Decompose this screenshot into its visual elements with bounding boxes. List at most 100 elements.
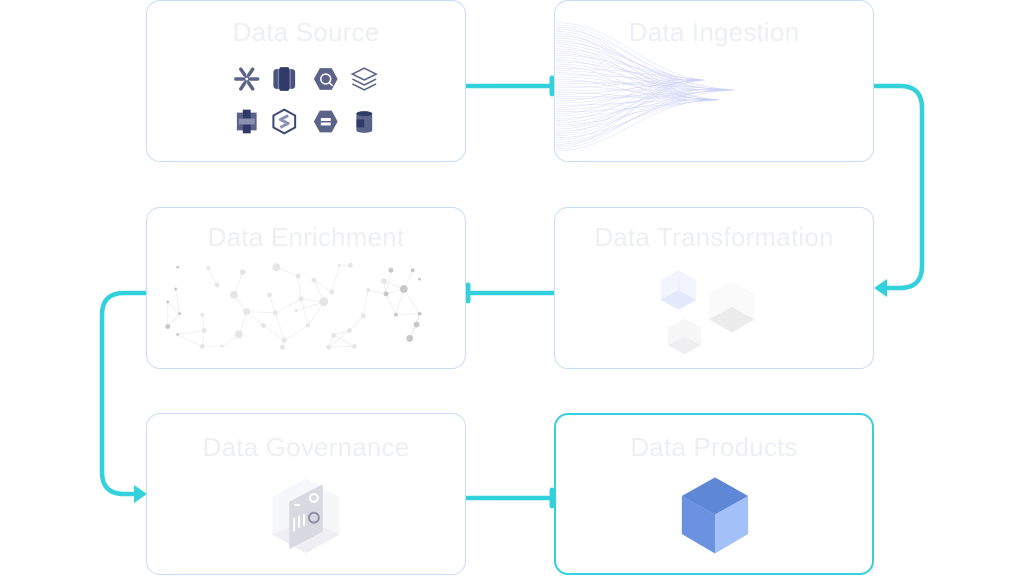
cube-small-gray-icon	[667, 318, 702, 355]
network-node	[326, 344, 332, 350]
stage-title: Data Enrichment	[207, 222, 405, 252]
stage-card-data-products[interactable]: Data Products	[554, 413, 874, 575]
network-node	[166, 300, 170, 304]
stage-card-data-enrichment[interactable]: Data Enrichment	[146, 207, 466, 369]
network-edge	[313, 279, 332, 293]
network-node	[206, 266, 211, 271]
network-node	[329, 289, 335, 295]
stage-title: Data Source	[232, 17, 380, 47]
network-edge	[263, 325, 285, 341]
stage-card-data-governance[interactable]: Data Governance	[146, 413, 466, 575]
snowflake-icon	[234, 67, 260, 91]
network-edge	[385, 270, 392, 295]
network-edge	[269, 294, 276, 313]
stream-line	[555, 79, 705, 115]
stage-title: Data Products	[630, 432, 798, 462]
network-node	[410, 268, 415, 273]
network-edge	[385, 293, 397, 315]
network-edge	[238, 311, 248, 335]
stream-line	[555, 99, 719, 139]
source-icons-grid	[234, 67, 378, 135]
network-edge	[246, 311, 276, 314]
product-cube-illustration	[681, 477, 749, 554]
network-edge	[275, 298, 302, 314]
network-edge	[167, 313, 180, 327]
stream-line	[555, 89, 734, 149]
connector-ingestion-to-transformation	[871, 83, 925, 291]
stage-card-data-source[interactable]: Data Source	[146, 0, 466, 162]
network-node	[178, 312, 182, 316]
network-node	[200, 312, 205, 317]
network-node	[338, 263, 342, 267]
network-node	[351, 343, 357, 349]
network-node	[239, 269, 246, 276]
database-icon	[356, 111, 373, 133]
network-node	[234, 330, 243, 339]
stage-card-data-ingestion[interactable]: Data Ingestion	[554, 0, 874, 162]
network-edge	[328, 345, 355, 348]
network-node	[388, 267, 394, 273]
network-node	[319, 297, 329, 307]
stage-title: Data Ingestion	[628, 17, 800, 47]
network-edge	[300, 298, 309, 326]
stage-card-data-transformation[interactable]: Data Transformation	[554, 207, 874, 369]
redshift-icon	[273, 67, 296, 91]
network-node	[214, 282, 220, 288]
network-node	[220, 344, 224, 348]
network-edge	[246, 311, 264, 326]
databricks-icon	[350, 67, 378, 91]
network-edge	[395, 288, 405, 315]
network-node	[366, 288, 371, 292]
stream-line	[555, 89, 734, 143]
network-edge	[403, 288, 420, 314]
stream-line	[555, 83, 734, 91]
ingestion-stream-lines	[555, 22, 734, 152]
network-edge	[201, 330, 205, 347]
network-node	[306, 323, 310, 328]
network-node	[176, 332, 180, 336]
bigquery-icon	[313, 68, 338, 90]
network-node	[406, 334, 414, 342]
network-node	[174, 287, 178, 291]
network-node	[381, 278, 387, 285]
network-edge	[331, 265, 340, 293]
stitch-icon	[272, 108, 297, 135]
network-edge	[362, 289, 369, 316]
dashboard-illustration	[272, 478, 340, 554]
network-edge	[349, 315, 364, 331]
network-edge	[284, 325, 309, 341]
stream-line	[555, 99, 719, 152]
network-edge	[307, 301, 325, 326]
network-node	[383, 291, 389, 297]
network-edge	[275, 312, 285, 341]
cloud-sql-icon	[313, 110, 338, 133]
stream-line	[555, 22, 705, 81]
network-node	[266, 292, 272, 298]
connector-enrichment-to-governance	[99, 290, 149, 497]
network-edge	[368, 289, 387, 295]
network-node	[360, 313, 366, 319]
stream-line	[555, 89, 734, 130]
network-edge	[167, 301, 180, 314]
network-edge	[297, 276, 302, 299]
network-edge	[333, 330, 350, 336]
stream-line	[555, 79, 705, 147]
network-node	[243, 308, 251, 316]
network-edge	[395, 313, 420, 316]
network-node	[261, 323, 266, 328]
network-node	[272, 310, 278, 316]
network-node	[413, 321, 420, 328]
network-node	[311, 277, 317, 283]
arrowhead-transformation	[874, 279, 887, 297]
network-graph-illustration	[165, 262, 422, 350]
stream-line	[555, 96, 719, 101]
stream-line	[555, 52, 719, 101]
network-node	[298, 296, 304, 302]
network-edge	[175, 288, 180, 314]
network-edge	[328, 330, 350, 348]
network-node	[331, 332, 337, 338]
stage-title: Data Transformation	[594, 222, 834, 252]
network-edge	[233, 272, 244, 296]
network-node	[229, 290, 238, 299]
network-edge	[177, 330, 205, 335]
